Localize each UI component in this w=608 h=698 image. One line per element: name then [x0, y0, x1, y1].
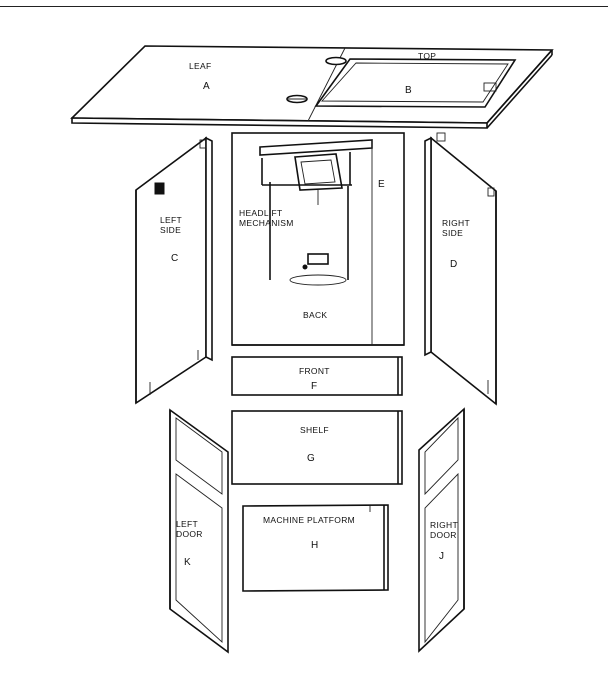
shelf-label: SHELF: [300, 425, 329, 435]
top-letter: B: [405, 85, 412, 96]
shelf-letter: G: [307, 453, 315, 464]
top-label: TOP: [418, 51, 436, 61]
left-side-label-line2: SIDE: [160, 225, 181, 235]
back-label: BACK: [303, 310, 327, 320]
headlift-label-line1: HEADLIFT: [239, 208, 283, 218]
headlift-label-line2: MECHANISM: [239, 218, 294, 228]
front-letter: F: [311, 381, 317, 392]
left-door-panel: [169, 408, 229, 654]
leaf-label: LEAF: [189, 61, 211, 71]
back-letter: E: [378, 179, 385, 190]
leaf-and-top-panel: [70, 45, 554, 129]
right-door-label-line2: DOOR: [430, 530, 457, 540]
left-side-panel: [135, 136, 213, 405]
machine-platform-letter: H: [311, 540, 318, 551]
left-side-label-line1: LEFT: [160, 215, 182, 225]
front-label: FRONT: [299, 366, 330, 376]
leaf-letter: A: [203, 81, 210, 92]
right-door-letter: J: [439, 551, 444, 562]
right-door-label-line1: RIGHT: [430, 520, 458, 530]
back-panel: [231, 132, 405, 346]
right-door-panel: [418, 407, 465, 653]
front-rail: [231, 356, 403, 396]
right-side-panel: [424, 132, 497, 406]
shelf-panel: [231, 410, 403, 485]
right-side-label-line1: RIGHT: [442, 218, 470, 228]
top-rule: [0, 6, 608, 7]
right-side-label-line2: SIDE: [442, 228, 463, 238]
left-side-letter: C: [171, 253, 178, 264]
left-door-letter: K: [184, 557, 191, 568]
left-door-label-line1: LEFT: [176, 519, 198, 529]
machine-platform-panel: [242, 504, 389, 592]
machine-platform-label: MACHINE PLATFORM: [263, 515, 355, 525]
right-side-letter: D: [450, 259, 457, 270]
left-door-label-line2: DOOR: [176, 529, 203, 539]
